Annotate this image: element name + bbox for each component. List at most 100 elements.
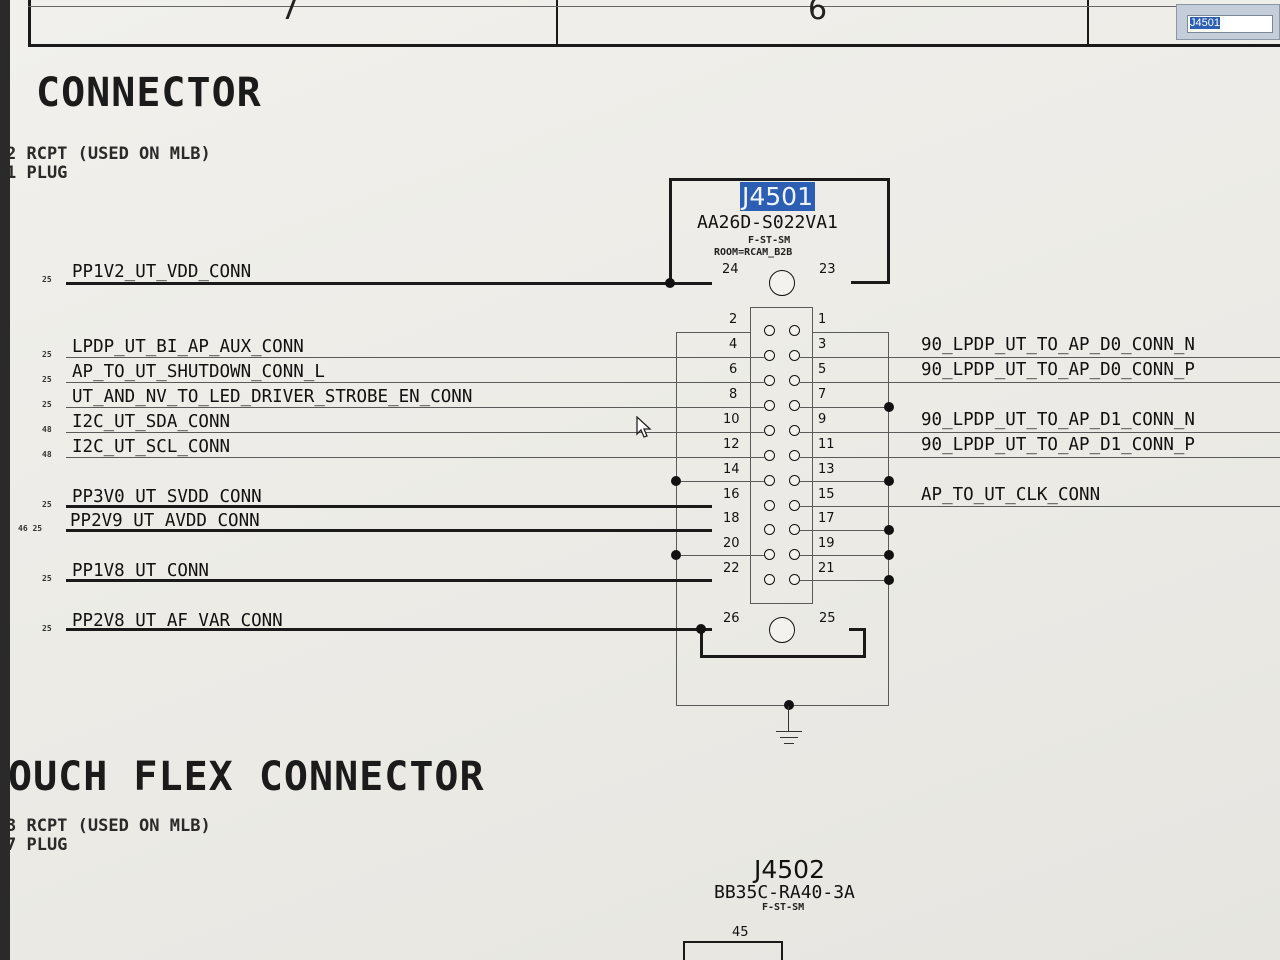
net-ap-to-ut-clk-conn[interactable]: AP_TO_UT_CLK_CONN bbox=[921, 485, 1101, 505]
pin-26: 26 bbox=[723, 611, 740, 626]
pin-17-circle bbox=[789, 524, 800, 535]
wire-shdn bbox=[66, 382, 764, 383]
page-ref-shdn: 25 bbox=[42, 375, 52, 384]
ground-bar-1 bbox=[776, 731, 802, 732]
j4501-box-right bbox=[887, 178, 890, 284]
pin-20-circle bbox=[764, 549, 775, 560]
section-note-plug: 1 PLUG bbox=[6, 163, 68, 183]
junction-pin-14 bbox=[671, 476, 681, 486]
junction-pp1v2 bbox=[665, 278, 675, 288]
wire-pp3v0 bbox=[66, 505, 712, 508]
section-title-touch-flex-connector: OUCH FLEX CONNECTOR bbox=[8, 754, 485, 800]
net-lpdp-d0-conn-p[interactable]: 90_LPDP_UT_TO_AP_D0_CONN_P bbox=[921, 360, 1195, 380]
pin-3-circle bbox=[789, 350, 800, 361]
net-pp2v9-ut-avdd-conn[interactable]: PP2V9_UT_AVDD_CONN bbox=[70, 511, 260, 531]
wire-pin-7 bbox=[800, 407, 889, 408]
find-input[interactable]: J4501 bbox=[1187, 15, 1273, 33]
page-ref-pp1v8: 25 bbox=[42, 574, 52, 583]
pin-21-circle bbox=[789, 574, 800, 585]
pin-2: 2 bbox=[729, 312, 738, 327]
pin-10-circle bbox=[764, 425, 775, 436]
j4501-outer-top-right bbox=[812, 332, 889, 333]
net-ap-to-ut-shutdown-conn-l[interactable]: AP_TO_UT_SHUTDOWN_CONN_L bbox=[72, 362, 325, 382]
pin-9-circle bbox=[789, 425, 800, 436]
pin-column-left bbox=[750, 307, 751, 604]
find-panel: J4501 bbox=[1176, 4, 1280, 40]
net-lpdp-d1-conn-p[interactable]: 90_LPDP_UT_TO_AP_D1_CONN_P bbox=[921, 435, 1195, 455]
wire-pp1v8 bbox=[66, 579, 712, 582]
wire-d0p bbox=[800, 382, 1280, 383]
net-pp2v8-ut-af-var-conn[interactable]: PP2V8_UT_AF_VAR_CONN bbox=[72, 611, 283, 631]
section2-note-plug: 7 PLUG bbox=[6, 835, 68, 855]
pin-17: 17 bbox=[818, 511, 835, 526]
pin-16: 16 bbox=[723, 487, 740, 502]
pin-4-circle bbox=[764, 350, 775, 361]
j4502-part-number: BB35C-RA40-3A bbox=[714, 882, 855, 903]
pin-1-circle bbox=[789, 325, 800, 336]
net-strobe-en-conn[interactable]: UT_AND_NV_TO_LED_DRIVER_STROBE_EN_CONN bbox=[72, 387, 473, 407]
section2-note-rcpt: 3 RCPT (USED ON MLB) bbox=[6, 816, 211, 836]
wire-sda bbox=[66, 432, 764, 433]
pin-11: 11 bbox=[818, 437, 835, 452]
ref-designator-j4502[interactable]: J4502 bbox=[754, 855, 825, 884]
pin-6: 6 bbox=[729, 362, 738, 377]
wire-aux bbox=[66, 357, 764, 358]
mount-loop-top-right bbox=[849, 628, 865, 631]
wire-pin-14 bbox=[676, 481, 764, 482]
ground-bar-2 bbox=[780, 737, 798, 738]
wire-d1p bbox=[800, 457, 1280, 458]
zone-label-6: 6 bbox=[808, 0, 828, 27]
net-pp1v8-ut-conn[interactable]: PP1V8_UT_CONN bbox=[72, 561, 209, 581]
page-ref-sda: 48 bbox=[42, 425, 52, 434]
junction-pin-7 bbox=[884, 402, 894, 412]
zone-label-7: 7 bbox=[280, 0, 300, 27]
pin-22: 22 bbox=[723, 561, 740, 576]
j4501-outer-right bbox=[888, 332, 889, 706]
junction-pin-13 bbox=[884, 476, 894, 486]
pin-3: 3 bbox=[818, 337, 827, 352]
net-i2c-ut-scl-conn[interactable]: I2C_UT_SCL_CONN bbox=[72, 437, 231, 457]
j4501-footprint: F-ST-SM bbox=[748, 235, 791, 246]
mouse-pointer-icon bbox=[636, 416, 652, 438]
junction-pin-19 bbox=[884, 550, 894, 560]
net-lpdp-ut-bi-ap-aux-conn[interactable]: LPDP_UT_BI_AP_AUX_CONN bbox=[72, 337, 304, 357]
pin-column-right bbox=[812, 307, 813, 604]
page-ref-pp3v0: 25 bbox=[42, 500, 52, 509]
pin-5-circle bbox=[789, 375, 800, 386]
pin-1: 1 bbox=[818, 312, 827, 327]
net-pp1v2-ut-vdd-conn[interactable]: PP1V2_UT_VDD_CONN bbox=[72, 262, 252, 282]
pin-column-bottom bbox=[750, 603, 813, 604]
net-lpdp-d0-conn-n[interactable]: 90_LPDP_UT_TO_AP_D0_CONN_N bbox=[921, 335, 1195, 355]
zone-divider-1 bbox=[556, 0, 558, 46]
pin-9: 9 bbox=[818, 412, 827, 427]
ground-symbol bbox=[784, 743, 794, 744]
net-i2c-ut-sda-conn[interactable]: I2C_UT_SDA_CONN bbox=[72, 412, 231, 432]
j4502-box-right bbox=[781, 941, 783, 960]
pin-6-circle bbox=[764, 375, 775, 386]
zone-border-left bbox=[28, 0, 31, 46]
net-pp3v0-ut-svdd-conn[interactable]: PP3V0_UT_SVDD_CONN bbox=[72, 487, 262, 507]
zone-border-top bbox=[28, 6, 1178, 7]
mount-loop-left bbox=[700, 628, 703, 658]
pin-19-circle bbox=[789, 549, 800, 560]
ref-designator-j4501[interactable]: J4501 bbox=[740, 182, 815, 211]
pin-25: 25 bbox=[819, 611, 836, 626]
pin-19: 19 bbox=[818, 536, 835, 551]
junction-pin-21 bbox=[884, 575, 894, 585]
j4501-room: ROOM=RCAM_B2B bbox=[714, 247, 793, 258]
pin-column-top bbox=[750, 307, 813, 308]
wire-pp1v2 bbox=[66, 282, 712, 285]
zone-divider-2 bbox=[1087, 0, 1089, 46]
j4501-outer-top-left bbox=[676, 332, 751, 333]
pin-12: 12 bbox=[723, 437, 740, 452]
page-ref-aux: 25 bbox=[42, 350, 52, 359]
pin-18: 18 bbox=[723, 511, 740, 526]
net-lpdp-d1-conn-n[interactable]: 90_LPDP_UT_TO_AP_D1_CONN_N bbox=[921, 410, 1195, 430]
j4502-box-top bbox=[683, 941, 783, 943]
wire-clk bbox=[800, 506, 1280, 507]
j4501-box-left bbox=[669, 178, 672, 284]
mount-loop-bottom bbox=[700, 655, 866, 658]
pin-20: 20 bbox=[723, 536, 740, 551]
pin-15: 15 bbox=[818, 487, 835, 502]
